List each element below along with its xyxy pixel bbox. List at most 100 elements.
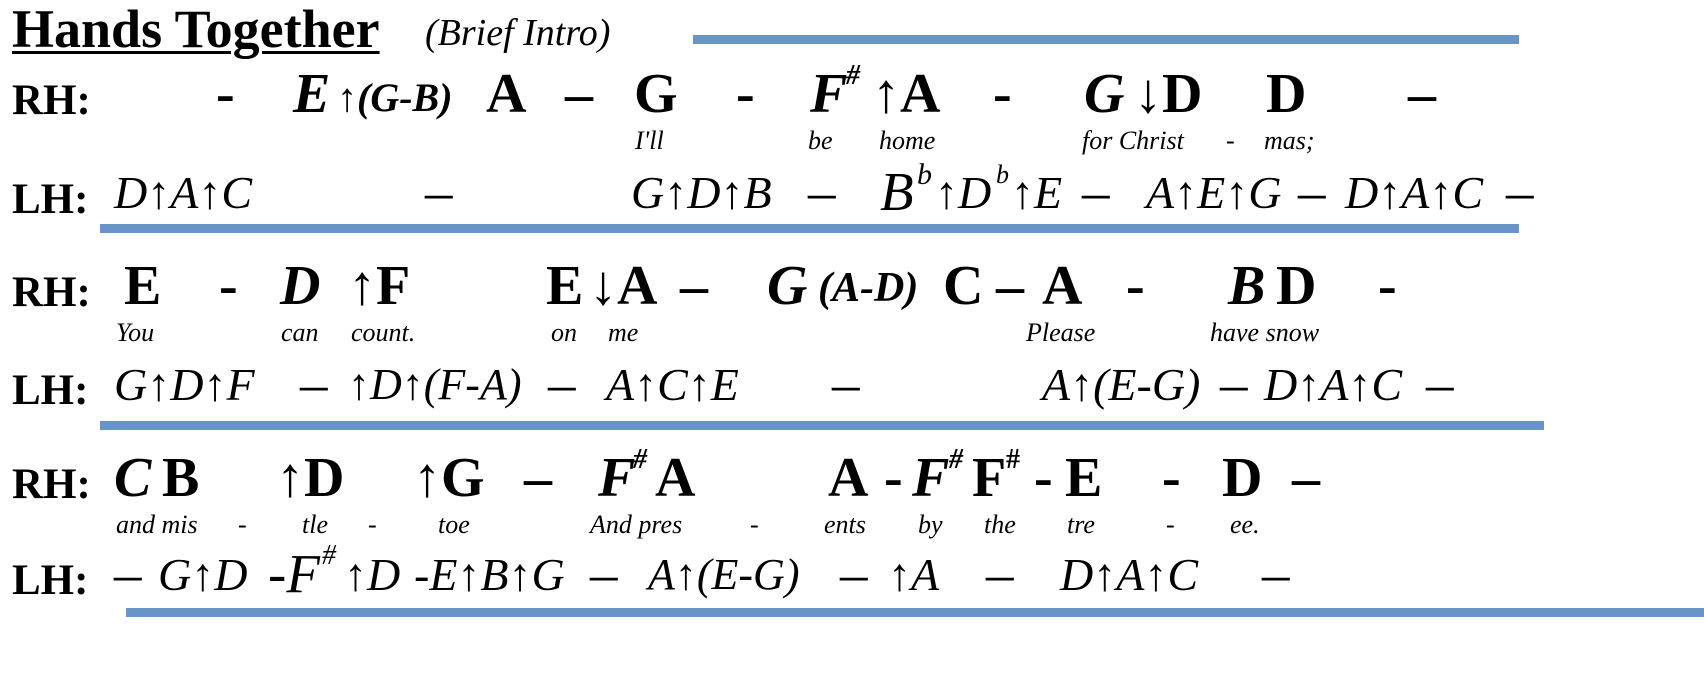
- rh-note: D: [280, 255, 321, 317]
- rh-note: -: [884, 447, 903, 509]
- lh-label: LH:: [12, 557, 89, 604]
- lyric: me: [608, 318, 639, 347]
- lyric: can: [281, 318, 319, 347]
- lyric: -: [1226, 126, 1235, 155]
- rh-note: F: [598, 447, 636, 509]
- lyric: You: [116, 318, 155, 347]
- page-subtitle: (Brief Intro): [425, 12, 611, 54]
- lyric: tre: [1067, 510, 1095, 539]
- rh-note: (A-D): [818, 265, 919, 311]
- rh-note: –: [1408, 63, 1436, 125]
- rh-note: ↑D: [276, 447, 345, 509]
- sharp-sign: #: [633, 444, 647, 475]
- rh-note: E: [124, 255, 162, 317]
- rh-note: -: [1378, 255, 1397, 317]
- lh-chord: ↑D: [935, 167, 992, 218]
- lh-dash: –: [1298, 161, 1326, 222]
- rh-note: ↑F: [348, 255, 411, 317]
- lyric: on: [551, 318, 577, 347]
- rh-note: -: [1162, 447, 1181, 509]
- rh-note: –: [680, 255, 708, 317]
- lyric: ents: [824, 510, 866, 539]
- lyric: and mis: [116, 510, 198, 539]
- lyric: mas;: [1264, 126, 1315, 155]
- rh-note: E: [293, 63, 331, 125]
- lh-chord: D↑A↑C: [1060, 549, 1198, 600]
- rh-note: A: [828, 447, 869, 509]
- lyric: And pres: [590, 510, 683, 539]
- lyric: be: [808, 126, 833, 155]
- rh-note: -: [1126, 255, 1145, 317]
- lh-chord: A↑C↑E: [606, 359, 739, 410]
- rh-note: A: [1042, 255, 1083, 317]
- lh-chord: A↑(E-G): [648, 550, 800, 599]
- lyric: for Christ: [1082, 126, 1184, 155]
- rh-note: D: [1276, 255, 1317, 317]
- rh-note: A: [655, 447, 696, 509]
- lh-dash: –: [840, 543, 868, 604]
- rh-label: RH:: [12, 77, 91, 124]
- rh-label: RH:: [12, 269, 91, 316]
- rh-note: C: [114, 447, 152, 509]
- rh-note: F: [912, 447, 950, 509]
- lh-dash: –: [1082, 161, 1110, 222]
- lyric: by: [918, 510, 943, 539]
- rh-note: E: [1065, 447, 1103, 509]
- lyric: toe: [438, 510, 470, 539]
- rh-note: –: [1292, 447, 1320, 509]
- lyric: tle: [302, 510, 328, 539]
- lyric: ee.: [1230, 510, 1260, 539]
- lh-dash: –: [114, 543, 142, 604]
- rh-note: C: [943, 255, 984, 317]
- lyric: Please: [1026, 318, 1096, 347]
- rh-note: G: [1084, 63, 1125, 125]
- lyric: home: [879, 126, 936, 155]
- rh-note: -: [1034, 447, 1053, 509]
- rh-note: –: [524, 447, 552, 509]
- divider-rule: [100, 421, 1544, 430]
- rh-note: B: [1228, 255, 1266, 317]
- lh-dash: –: [1426, 353, 1454, 414]
- rh-note: ↓A: [589, 255, 658, 317]
- flat-sign: b: [917, 158, 932, 191]
- lh-dash: –: [590, 543, 618, 604]
- lh-chord: G↑D↑F: [114, 359, 255, 410]
- rh-note: D: [1266, 63, 1307, 125]
- rh-note: ↑A: [872, 63, 941, 125]
- sharp-sign: #: [949, 444, 963, 475]
- lh-chord: D↑A↑C: [1264, 359, 1402, 410]
- lh-chord: -E↑B↑G: [414, 549, 565, 600]
- rh-note: ↓D: [1134, 63, 1203, 125]
- flat-sign: b: [996, 160, 1009, 189]
- lh-chord: D↑A↑C: [114, 167, 252, 218]
- divider-rule: [126, 608, 1704, 617]
- rh-note: ↑(G-B): [337, 75, 453, 120]
- divider-rule: [100, 224, 1519, 233]
- lh-chord: B: [880, 161, 914, 222]
- rh-note: B: [162, 447, 200, 509]
- lyric: have snow: [1210, 318, 1320, 347]
- rh-note: F: [972, 447, 1007, 509]
- rh-note: –: [996, 255, 1024, 317]
- lh-chord: ↑E: [1011, 167, 1063, 218]
- rh-label: RH:: [12, 461, 91, 508]
- lh-chord: ↑D↑(F-A): [348, 360, 522, 409]
- lyric: -: [750, 510, 759, 539]
- lh-dash: –: [1506, 161, 1534, 222]
- sharp-sign: #: [1006, 444, 1020, 475]
- rh-note: F: [810, 63, 848, 125]
- lh-dash: –: [548, 353, 576, 414]
- sharp-sign: #: [846, 60, 860, 91]
- rh-note: D: [1222, 447, 1263, 509]
- lh-chord: G↑D↑B: [631, 167, 772, 218]
- rh-note: G: [767, 255, 808, 317]
- lh-label: LH:: [12, 176, 89, 223]
- rh-note: –: [565, 63, 593, 125]
- lh-dash: –: [1262, 543, 1290, 604]
- lh-chord: A↑E↑G: [1146, 167, 1282, 218]
- lh-chord: ↑A: [888, 549, 940, 600]
- lh-chord: D↑A↑C: [1345, 167, 1483, 218]
- lh-chord: ↑D: [344, 549, 401, 600]
- lh-chord: G↑D: [158, 549, 248, 600]
- rh-note: ↑G: [413, 447, 485, 509]
